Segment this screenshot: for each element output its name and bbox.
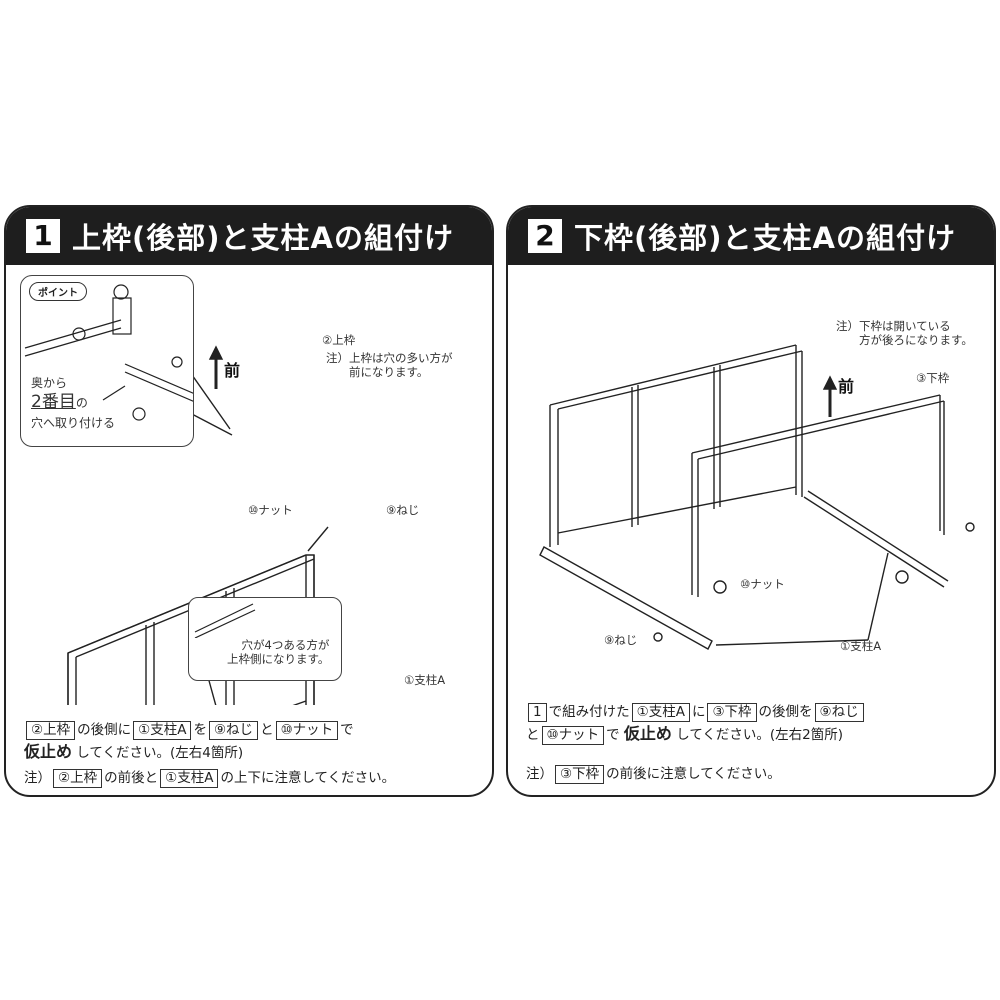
step-2-panel: 2 下枠(後部)と支柱Aの組付け	[506, 205, 996, 797]
post-label: ①支柱A	[840, 639, 882, 653]
step-number: 1	[26, 219, 60, 253]
lower-frame-note: 注）下枠は開いている 方が後ろになります。	[836, 319, 973, 348]
post-label: ①支柱A	[404, 673, 446, 687]
step-1-header: 1 上枠(後部)と支柱Aの組付け	[6, 207, 492, 265]
assembly-diagram-2	[539, 344, 975, 650]
front-label: 前	[838, 377, 855, 396]
screw-icon	[653, 632, 663, 642]
upper-frame-note: 注）上枠は穴の多い方が 前になります。	[326, 351, 453, 380]
nut-label: ⑩ナット	[248, 503, 293, 517]
screw-label: ⑨ねじ	[386, 503, 420, 517]
point-text: 2番目の	[31, 392, 88, 412]
nut-label: ⑩ナット	[740, 577, 785, 591]
post-a-drawing	[539, 490, 949, 650]
front-arrow-icon	[822, 375, 838, 417]
nut-icon	[113, 284, 129, 300]
front-label: 前	[224, 361, 241, 380]
upper-frame-label: ②上枠	[322, 333, 356, 347]
instruction-line-2: 仮止め してください。(左右4箇所)	[24, 742, 244, 761]
step-1-panel: 1 上枠(後部)と支柱Aの組付け	[4, 205, 494, 797]
callout-four-holes: 穴が4つある方が 上枠側になります。	[188, 597, 342, 681]
lower-frame-label: ③下枠	[916, 371, 950, 385]
screw-icon	[132, 407, 146, 421]
point-inset: ポイント 奥から 2番目の 穴へ取り付ける	[20, 275, 194, 447]
nut-icon	[713, 580, 727, 594]
point-tag: ポイント	[29, 282, 87, 301]
lower-frame-drawing	[691, 394, 945, 597]
step-title: 上枠(後部)と支柱Aの組付け	[72, 221, 454, 255]
step-2-header: 2 下枠(後部)と支柱Aの組付け	[508, 207, 994, 265]
upper-frame-drawing	[549, 344, 803, 547]
screw-icon	[965, 522, 975, 532]
screw-label: ⑨ねじ	[604, 633, 638, 647]
point-text: 穴へ取り付ける	[31, 416, 116, 430]
step-number: 2	[528, 219, 562, 253]
nut-icon	[895, 570, 909, 584]
point-text: 奥から	[31, 376, 68, 390]
step-title: 下枠(後部)と支柱Aの組付け	[574, 221, 956, 255]
instruction-note: 注）③下枠の前後に注意してください。	[526, 765, 781, 784]
screw-icon	[171, 356, 183, 368]
front-arrow-icon	[208, 345, 224, 389]
